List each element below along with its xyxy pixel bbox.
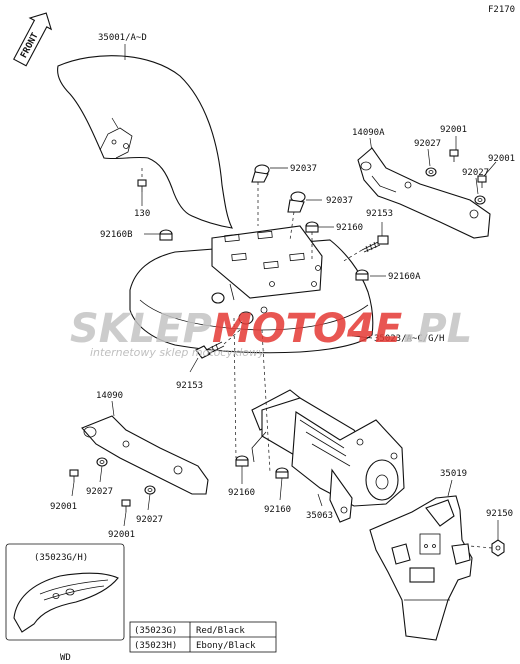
color-table-color-1: Red/Black: [196, 626, 245, 636]
callout-92001-d: 92001: [108, 530, 135, 540]
callout-35023: 35023/A~C/G/H: [374, 334, 444, 344]
callout-92153-upper: 92153: [366, 209, 393, 219]
bolt-92001-a-icon: [449, 149, 459, 162]
color-table-color-2: Ebony/Black: [196, 641, 256, 651]
grommet-92160-d-icon: [275, 467, 289, 479]
washer-92027-a-icon: [425, 167, 437, 177]
callout-92027-b: 92027: [462, 168, 489, 178]
color-table-code-1: (35023G): [134, 626, 177, 636]
callout-92150: 92150: [486, 509, 513, 519]
clip-92037-icon: [251, 164, 270, 183]
callout-92001-b: 92001: [488, 154, 515, 164]
callout-92037-lower: 92037: [326, 196, 353, 206]
watermark-part-4: .PL: [402, 306, 472, 352]
bolt-92001-b-icon: [477, 175, 487, 188]
callout-35001: 35001/A~D: [98, 33, 147, 43]
bolt-130-icon: [137, 179, 147, 192]
front-arrow-icon: FRONT: [12, 12, 53, 67]
callout-92027-c: 92027: [86, 487, 113, 497]
callout-92160B: 92160B: [100, 230, 133, 240]
side-cover-14090A: [357, 147, 491, 239]
callout-130: 130: [134, 209, 150, 219]
inset-frame: [5, 543, 125, 641]
washer-92027-c-icon: [96, 457, 108, 467]
washer-92027-d-icon: [144, 485, 156, 495]
side-cover-14090: [81, 415, 209, 495]
callout-92027-a: 92027: [414, 139, 441, 149]
color-table-code-2: (35023H): [134, 641, 177, 651]
watermark-part-2: MOTO: [212, 306, 347, 352]
callout-92027-d: 92027: [136, 515, 163, 525]
callout-14090: 14090: [96, 391, 123, 401]
svg-text:SKLEPMOTO4E.PL: SKLEPMOTO4E.PL: [70, 306, 472, 352]
bolt-92001-c-icon: [69, 469, 79, 482]
watermark-tagline: internetowy sklep motocyklowy: [90, 346, 265, 359]
rear-fender: [129, 225, 374, 354]
bolt-92153-upper-icon: [361, 235, 389, 253]
clip-92037-lower-icon: [287, 191, 306, 213]
grommet-92160-c-icon: [235, 455, 249, 467]
bolt-92001-d-icon: [121, 499, 131, 512]
bracket-35063: [251, 389, 405, 523]
grommet-92160A-icon: [355, 269, 369, 281]
front-fender: [57, 55, 233, 229]
callout-35019: 35019: [440, 469, 467, 479]
callout-92160-c: 92160: [228, 488, 255, 498]
plate-bracket-35019: [369, 495, 473, 641]
callout-92160-upper: 92160: [336, 223, 363, 233]
watermark-part-3: 4E: [346, 306, 402, 352]
callout-92160A: 92160A: [388, 272, 421, 282]
grommet-92160-icon: [305, 221, 319, 233]
inset-title: (35023G/H): [34, 553, 88, 563]
callout-35063: 35063: [306, 511, 333, 521]
inset-caption: WD: [60, 653, 71, 663]
inset-fender-wd: [13, 572, 119, 633]
callout-92160-d: 92160: [264, 505, 291, 515]
callout-92001-c: 92001: [50, 502, 77, 512]
bolt-92153-lower-icon: [195, 341, 225, 359]
washer-92027-b-icon: [474, 195, 486, 205]
diagram-code: F2170: [488, 5, 515, 15]
callout-14090A: 14090A: [352, 128, 385, 138]
nut-92150-icon: [491, 539, 505, 557]
callout-92153-lower: 92153: [176, 381, 203, 391]
watermark-part-1: SKLEP: [70, 306, 212, 352]
watermark-logo: SKLEPMOTO4E.PL internetowy sklep motocyk…: [70, 306, 472, 359]
callout-92001-a: 92001: [440, 125, 467, 135]
grommet-92160B-icon: [159, 229, 173, 241]
color-table: (35023G) Red/Black (35023H) Ebony/Black: [129, 621, 277, 653]
callout-92037-upper: 92037: [290, 164, 317, 174]
